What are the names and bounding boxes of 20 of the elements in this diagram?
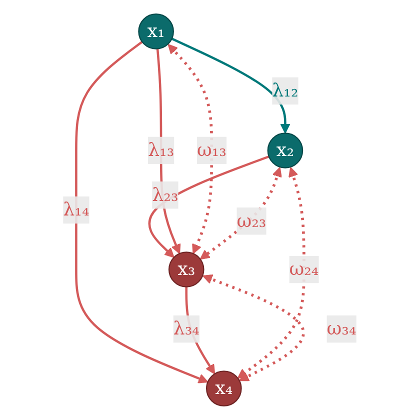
arrow xyxy=(148,155,270,258)
edge-label: λ₁₃ xyxy=(148,139,174,161)
edge-label: ω₃₄ xyxy=(327,318,357,340)
edge-label: ω₂₃ xyxy=(237,210,266,232)
arrow xyxy=(168,44,214,254)
edge-label: λ₁₄ xyxy=(63,198,90,220)
node-circle: x₂ xyxy=(268,132,304,168)
node-circle: x₃ xyxy=(168,252,205,288)
arrow xyxy=(200,167,282,260)
edge-label: λ₁₂ xyxy=(272,80,299,102)
arrow xyxy=(75,40,209,384)
edge-label: λ₂₃ xyxy=(152,184,179,206)
node-circle: x₁ xyxy=(138,14,174,50)
edge-label: ω₁₃ xyxy=(197,139,227,161)
node-circle: x₄ xyxy=(206,370,242,406)
edge-label: λ₃₄ xyxy=(174,318,200,340)
arrow xyxy=(238,167,306,379)
arrow xyxy=(202,274,306,382)
edge-label: ω₂₄ xyxy=(290,258,320,280)
arrow xyxy=(172,38,291,134)
